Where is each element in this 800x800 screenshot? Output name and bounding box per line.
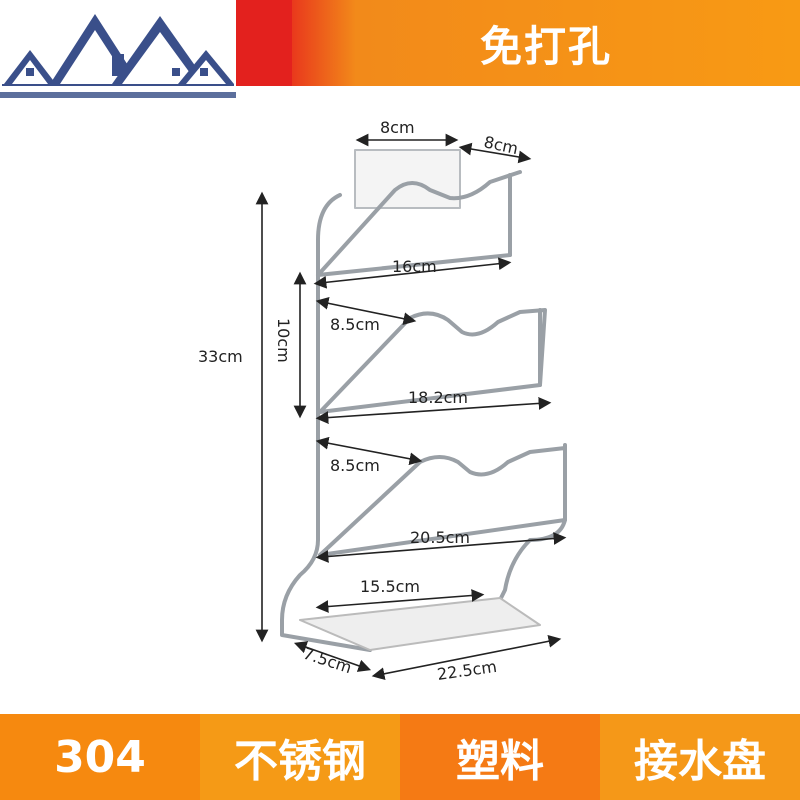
- dim-height-total: 33cm: [198, 347, 243, 366]
- header-red-block: [236, 0, 292, 86]
- header-title: 免打孔: [479, 21, 612, 71]
- dim-top-width-b: 8cm: [482, 132, 520, 158]
- dim-shelf2-width: 18.2cm: [408, 388, 468, 407]
- feature-plastic: 塑料: [400, 714, 600, 800]
- brand-logo: [0, 0, 236, 100]
- house-roofs-logo-icon: [2, 14, 234, 86]
- feature-stainless-steel: 不锈钢: [200, 714, 400, 800]
- pot-lid-rack-drawing: 8cm 8cm 33cm 10cm 16cm 8.5cm 18.2cm 8.5c…: [198, 118, 567, 684]
- dim-top-width-a: 8cm: [380, 118, 415, 137]
- logo-underline: [0, 92, 236, 98]
- dim-shelf2-depth: 8.5cm: [330, 456, 380, 475]
- dim-shelf1-depth: 8.5cm: [330, 315, 380, 334]
- dim-base-depth: 7.5cm: [301, 644, 354, 677]
- dim-shelf1-width: 16cm: [392, 257, 437, 276]
- dim-tier-gap: 10cm: [274, 318, 293, 363]
- product-illustration: 8cm 8cm 33cm 10cm 16cm 8.5cm 18.2cm 8.5c…: [0, 100, 800, 700]
- dim-tray-width: 15.5cm: [360, 577, 420, 596]
- dim-shelf3-width: 20.5cm: [410, 528, 470, 547]
- feature-bar: 304 不锈钢 塑料 接水盘: [0, 714, 800, 800]
- header-banner: 免打孔: [236, 0, 800, 86]
- feature-drip-tray: 接水盘: [600, 714, 800, 800]
- dim-base-width: 22.5cm: [436, 657, 498, 684]
- feature-material-grade: 304: [0, 714, 200, 800]
